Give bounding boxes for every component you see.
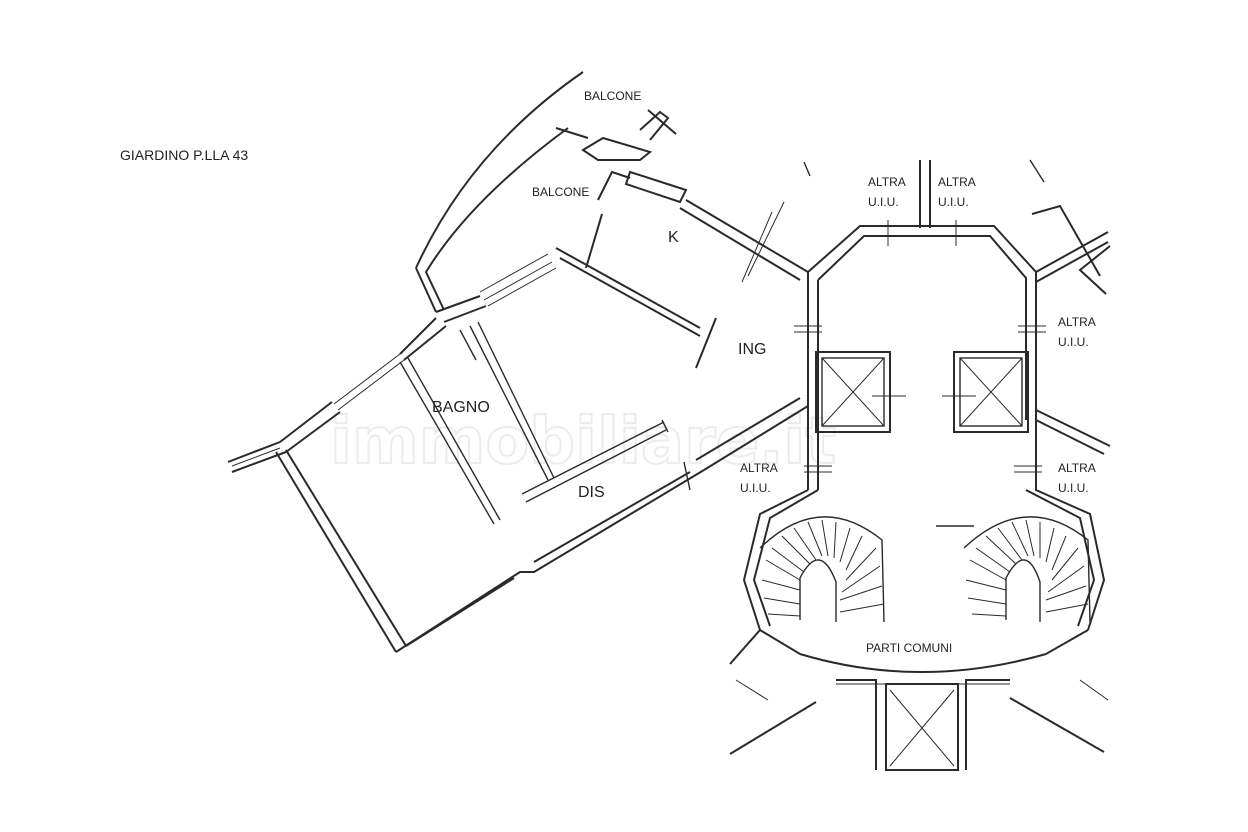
corridor-label: DIS — [578, 484, 605, 501]
common-areas-label: PARTI COMUNI — [866, 641, 952, 655]
room-labels: GIARDINO P.LLA 43 BALCONE BALCONE K ING … — [120, 89, 1096, 655]
entrance-label: ING — [738, 341, 766, 358]
uiu-label: U.I.U. — [1058, 335, 1089, 349]
stair-left — [759, 516, 885, 623]
altra-label: ALTRA — [938, 175, 976, 189]
uiu-label: U.I.U. — [938, 195, 969, 209]
stair-right — [963, 516, 1091, 623]
apartment-walls — [227, 71, 809, 653]
balcone-mid-label: BALCONE — [532, 185, 589, 199]
uiu-label: U.I.U. — [740, 481, 771, 495]
garden-label: GIARDINO P.LLA 43 — [120, 147, 248, 163]
altra-label: ALTRA — [740, 461, 778, 475]
watermark-logo: immobiliare.it — [330, 405, 836, 479]
altra-label: ALTRA — [1058, 315, 1096, 329]
balcone-top-label: BALCONE — [584, 89, 641, 103]
bathroom-label: BAGNO — [432, 399, 490, 416]
uiu-label: U.I.U. — [1058, 481, 1089, 495]
uiu-label: U.I.U. — [868, 195, 899, 209]
altra-label: ALTRA — [1058, 461, 1096, 475]
altra-label: ALTRA — [868, 175, 906, 189]
kitchen-label: K — [668, 229, 679, 246]
common-core-walls — [729, 159, 1111, 771]
